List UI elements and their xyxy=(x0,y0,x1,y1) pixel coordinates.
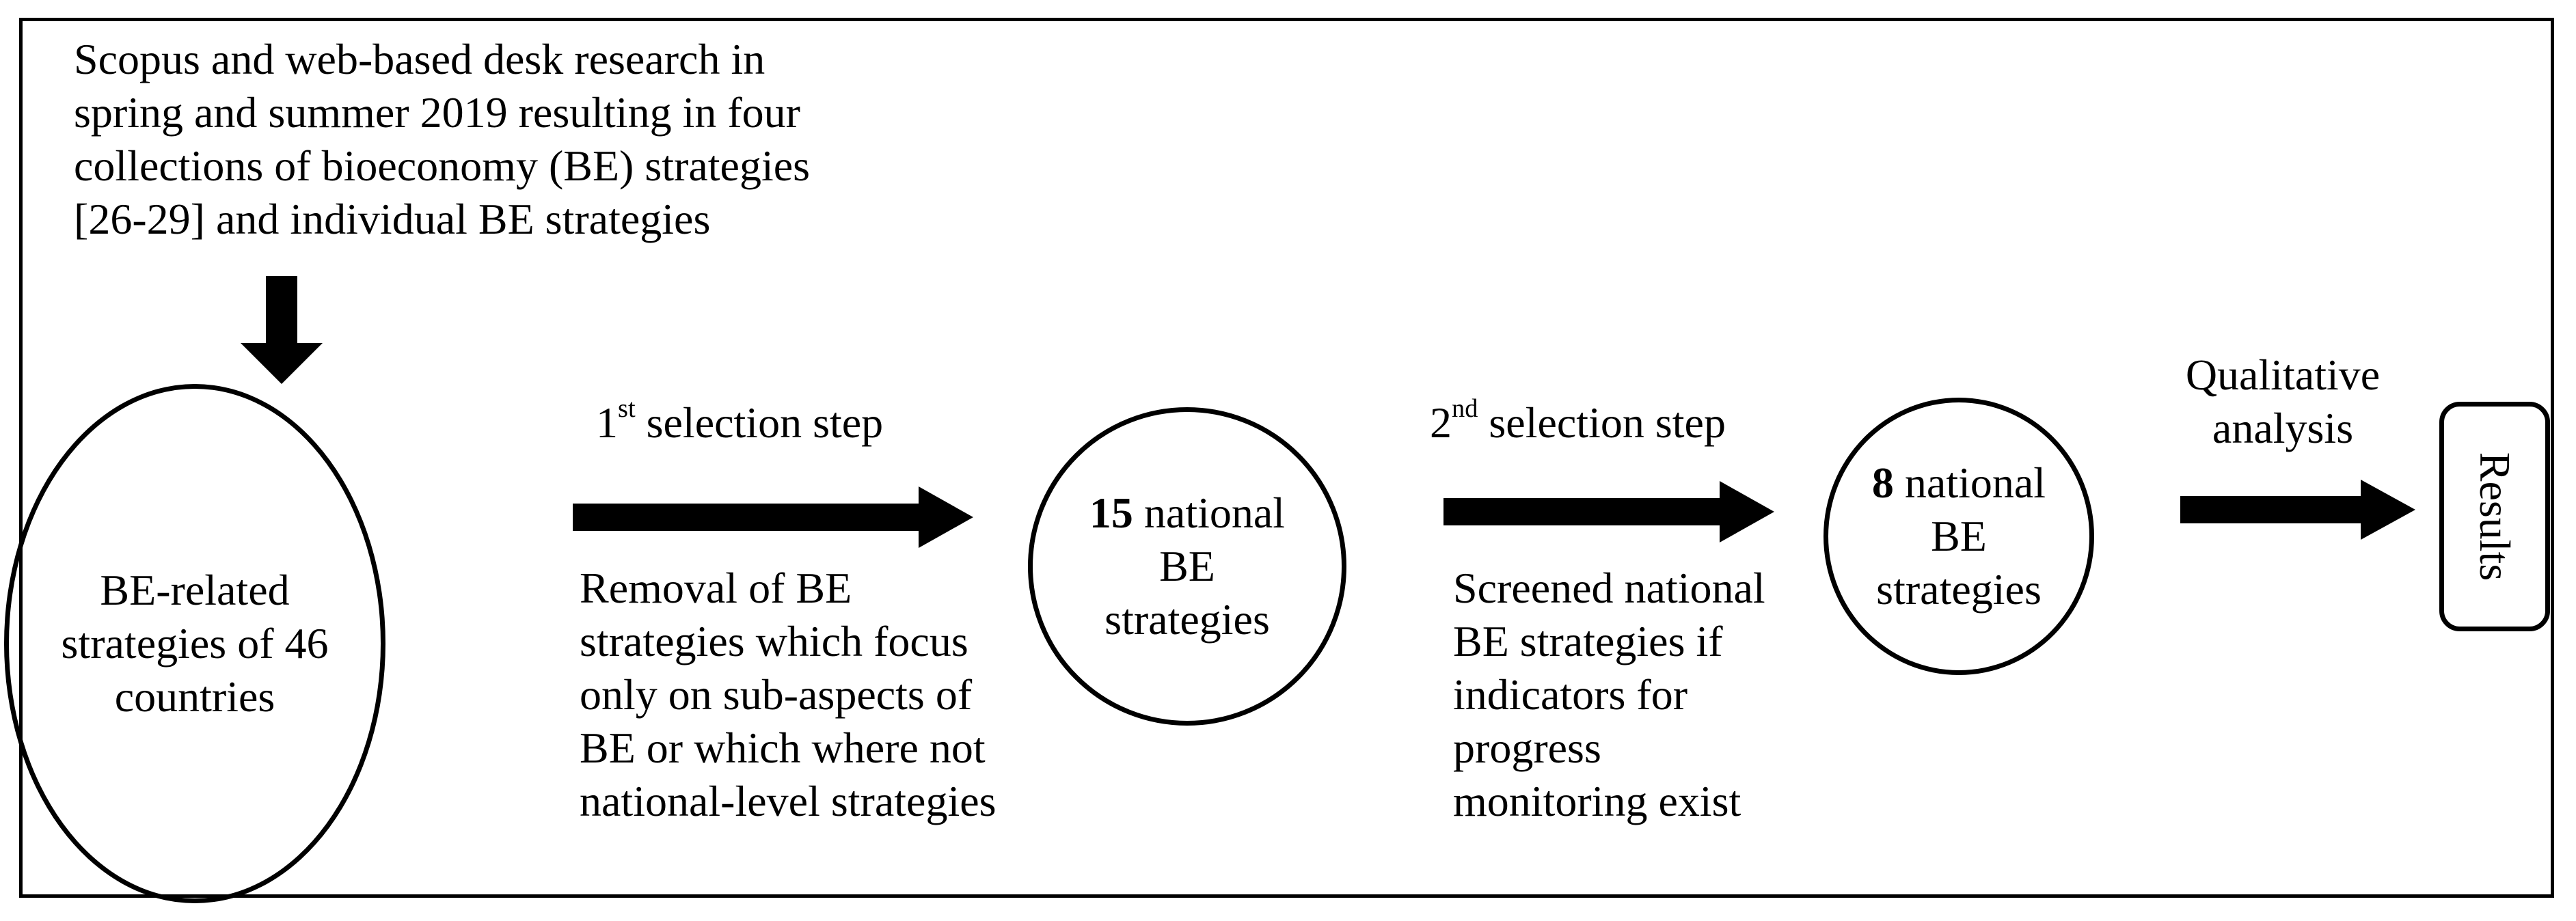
right-arrow-analysis xyxy=(2180,480,2415,540)
step1-label: 1st selection step xyxy=(596,394,884,447)
circle-all-strategies-text: BE-related strategies of 46 countries xyxy=(61,566,329,721)
down-arrow xyxy=(241,276,323,384)
circle-15-strategies: 15 national BE strategies xyxy=(1028,407,1346,726)
right-arrow-step2 xyxy=(1443,481,1774,542)
results-box: Results xyxy=(2439,402,2550,631)
diagram-frame xyxy=(19,18,2554,898)
step3-label: Qualitative analysis xyxy=(2185,350,2381,452)
step2-label: 2nd selection step xyxy=(1430,394,1726,447)
circle-8-strategies: 8 national BE strategies xyxy=(1823,398,2094,675)
circle-8-strategies-text: 8 national BE strategies xyxy=(1871,458,2046,614)
intro-line: [26-29] and individual BE strategies xyxy=(74,195,711,243)
step1-description: Removal of BE strategies which focus onl… xyxy=(580,564,996,825)
intro-line: Scopus and web-based desk research in xyxy=(74,35,765,83)
intro-line: spring and summer 2019 resulting in four xyxy=(74,88,800,137)
intro-text: Scopus and web-based desk research in sp… xyxy=(74,33,810,246)
right-arrow-step1 xyxy=(573,486,973,548)
circle-15-strategies-text: 15 national BE strategies xyxy=(1089,489,1286,644)
step2-description: Screened national BE strategies if indic… xyxy=(1453,564,1765,825)
intro-line: collections of bioeconomy (BE) strategie… xyxy=(74,141,811,190)
results-label: Results xyxy=(2471,452,2519,581)
circle-all-strategies: BE-related strategies of 46 countries xyxy=(4,384,385,903)
